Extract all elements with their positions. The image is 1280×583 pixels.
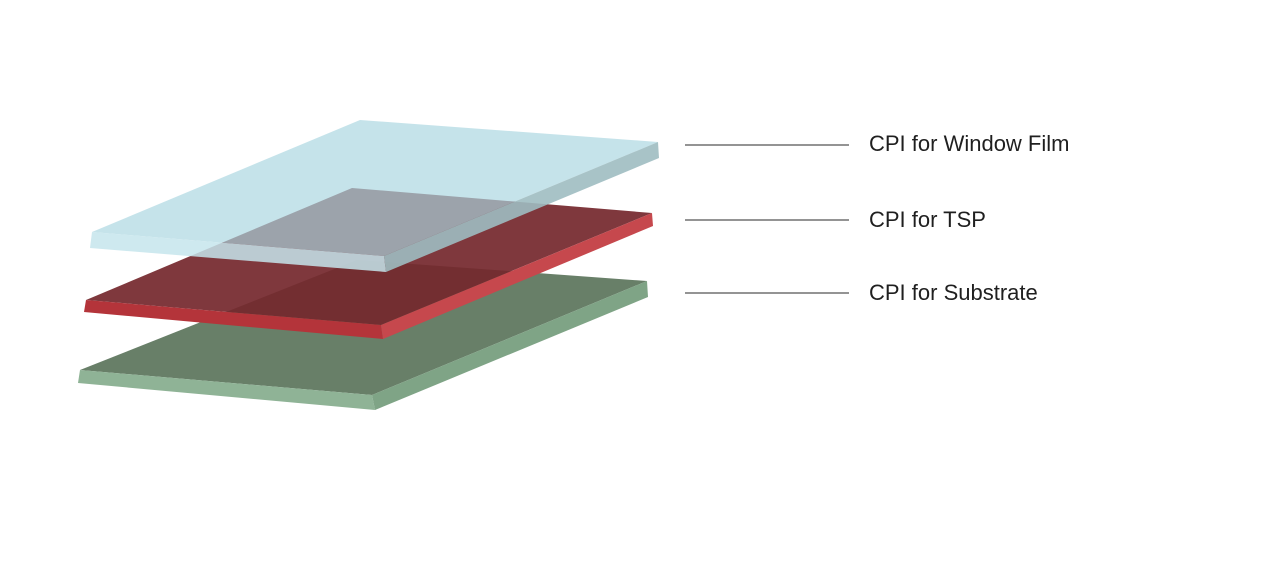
tsp-front-edge <box>84 300 383 339</box>
window-film-front-edge <box>90 232 386 272</box>
window-film-side-edge <box>384 142 659 272</box>
substrate-side-edge <box>372 281 648 410</box>
window-film-top-face <box>92 120 658 256</box>
tsp-side-edge <box>381 213 653 339</box>
substrate-front-edge <box>78 370 375 410</box>
label-tsp: CPI for TSP <box>869 207 986 232</box>
label-substrate: CPI for Substrate <box>869 280 1038 305</box>
label-window-film: CPI for Window Film <box>869 131 1070 156</box>
window-film-layer <box>90 120 659 272</box>
